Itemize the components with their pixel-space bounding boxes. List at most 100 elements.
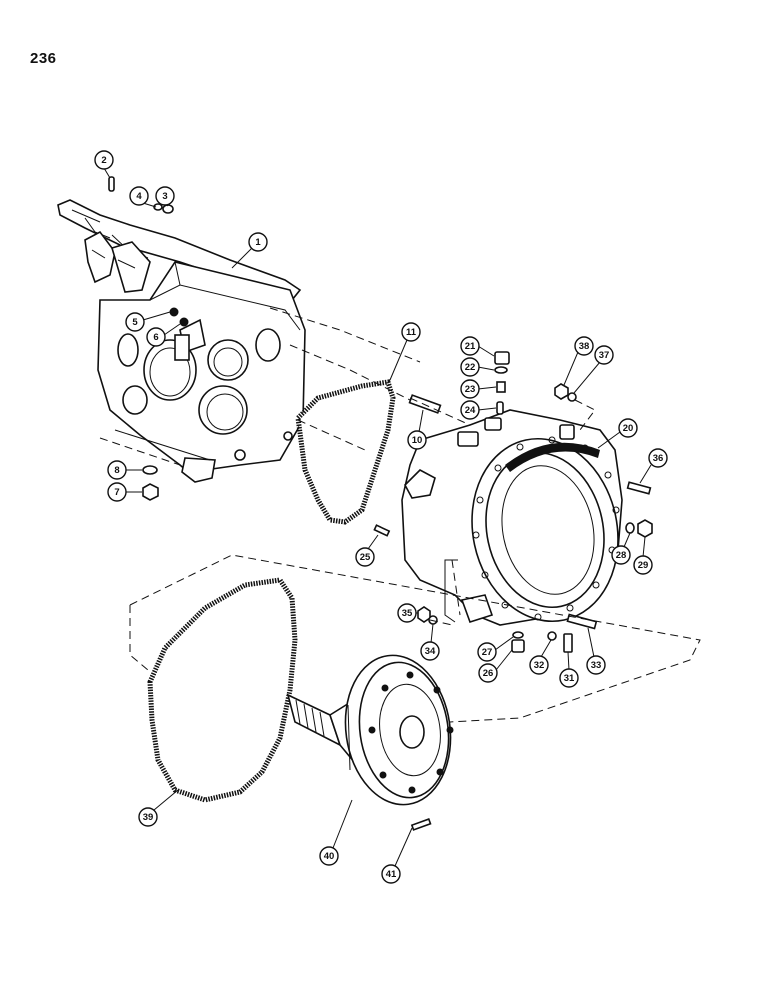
callout-1: 1 [248, 232, 268, 252]
callout-circle [155, 186, 175, 206]
callout-circle [460, 357, 480, 377]
callout-32: 32 [529, 655, 549, 675]
callout-circle [94, 150, 114, 170]
callout-28: 28 [611, 545, 631, 565]
callout-number: 23 [465, 384, 476, 395]
callout-number: 38 [579, 341, 590, 352]
callout-38: 38 [574, 336, 594, 356]
plug-6 [179, 317, 189, 327]
callout-number: 1 [255, 237, 261, 248]
callout-40: 40 [319, 846, 339, 866]
callout-number: 27 [482, 647, 493, 658]
callout-circle [478, 663, 498, 683]
washer-4 [153, 203, 163, 211]
callout-circle [633, 555, 653, 575]
callout-number: 6 [153, 332, 158, 343]
callout-number: 28 [616, 550, 627, 561]
callout-number: 33 [591, 660, 602, 671]
callout-2: 2 [94, 150, 114, 170]
callout-20: 20 [618, 418, 638, 438]
callout-26: 26 [478, 663, 498, 683]
leader-lines [103, 167, 652, 867]
front-housing-part [57, 199, 306, 483]
washer-37 [567, 392, 577, 402]
callout-circle [401, 322, 421, 342]
callout-10: 10 [407, 430, 427, 450]
clutch-gasket-part [147, 577, 298, 803]
callout-circle [586, 655, 606, 675]
callout-number: 3 [162, 191, 167, 202]
callout-circle [574, 336, 594, 356]
callout-24: 24 [460, 400, 480, 420]
callout-circle [460, 400, 480, 420]
callout-number: 39 [143, 812, 154, 823]
bolt-41 [410, 818, 432, 831]
callout-circle [460, 336, 480, 356]
callout-circle [611, 545, 631, 565]
nut-7 [142, 483, 159, 501]
callout-circle [129, 186, 149, 206]
spring-23 [496, 381, 506, 393]
breather-21 [494, 351, 510, 365]
washer-27 [512, 631, 524, 639]
callout-7: 7 [107, 482, 127, 502]
callout-circle [529, 655, 549, 675]
callout-circle [146, 327, 166, 347]
dowel-pin-2 [108, 176, 115, 192]
callout-35: 35 [397, 603, 417, 623]
housing-gasket-part [295, 379, 396, 525]
callout-11: 11 [401, 322, 421, 342]
callout-circle [477, 642, 497, 662]
callout-number: 29 [638, 560, 649, 571]
callout-circle [420, 641, 440, 661]
callout-6: 6 [146, 327, 166, 347]
callout-8: 8 [107, 460, 127, 480]
callout-circle [138, 807, 158, 827]
washer-28 [625, 522, 635, 534]
callout-number: 40 [324, 851, 335, 862]
page-number: 236 [30, 50, 57, 67]
clutch-housing-part [401, 409, 623, 626]
callout-number: 26 [483, 668, 494, 679]
callout-circle [355, 547, 375, 567]
callout-circle [107, 460, 127, 480]
plug-5 [169, 307, 179, 317]
nut-38 [554, 383, 569, 400]
callout-41: 41 [381, 864, 401, 884]
callout-number: 37 [599, 350, 610, 361]
callout-number: 7 [114, 487, 119, 498]
washer-22 [494, 366, 508, 374]
plug-26 [511, 639, 525, 653]
callout-number: 36 [653, 453, 664, 464]
nut-3 [162, 204, 174, 214]
nut-35 [417, 606, 431, 623]
callout-number: 41 [386, 869, 397, 880]
callout-number: 5 [132, 317, 138, 328]
callout-circle [397, 603, 417, 623]
dowel-pin-25 [373, 524, 391, 537]
callout-22: 22 [460, 357, 480, 377]
bolt-31 [563, 633, 573, 653]
callout-circle [248, 232, 268, 252]
callout-circle [107, 482, 127, 502]
pin-24 [496, 401, 504, 415]
callout-number: 21 [465, 341, 476, 352]
callout-circle [125, 312, 145, 332]
callout-circle [618, 418, 638, 438]
callout-21: 21 [460, 336, 480, 356]
callout-circle [460, 379, 480, 399]
callout-number: 20 [623, 423, 634, 434]
callout-circle [648, 448, 668, 468]
callout-circle [319, 846, 339, 866]
callout-37: 37 [594, 345, 614, 365]
nut-29 [637, 519, 653, 538]
callout-number: 31 [564, 673, 575, 684]
callout-number: 2 [101, 155, 106, 166]
callout-number: 32 [534, 660, 545, 671]
callout-4: 4 [129, 186, 149, 206]
callout-circle [594, 345, 614, 365]
callout-number: 34 [425, 646, 436, 657]
callout-5: 5 [125, 312, 145, 332]
